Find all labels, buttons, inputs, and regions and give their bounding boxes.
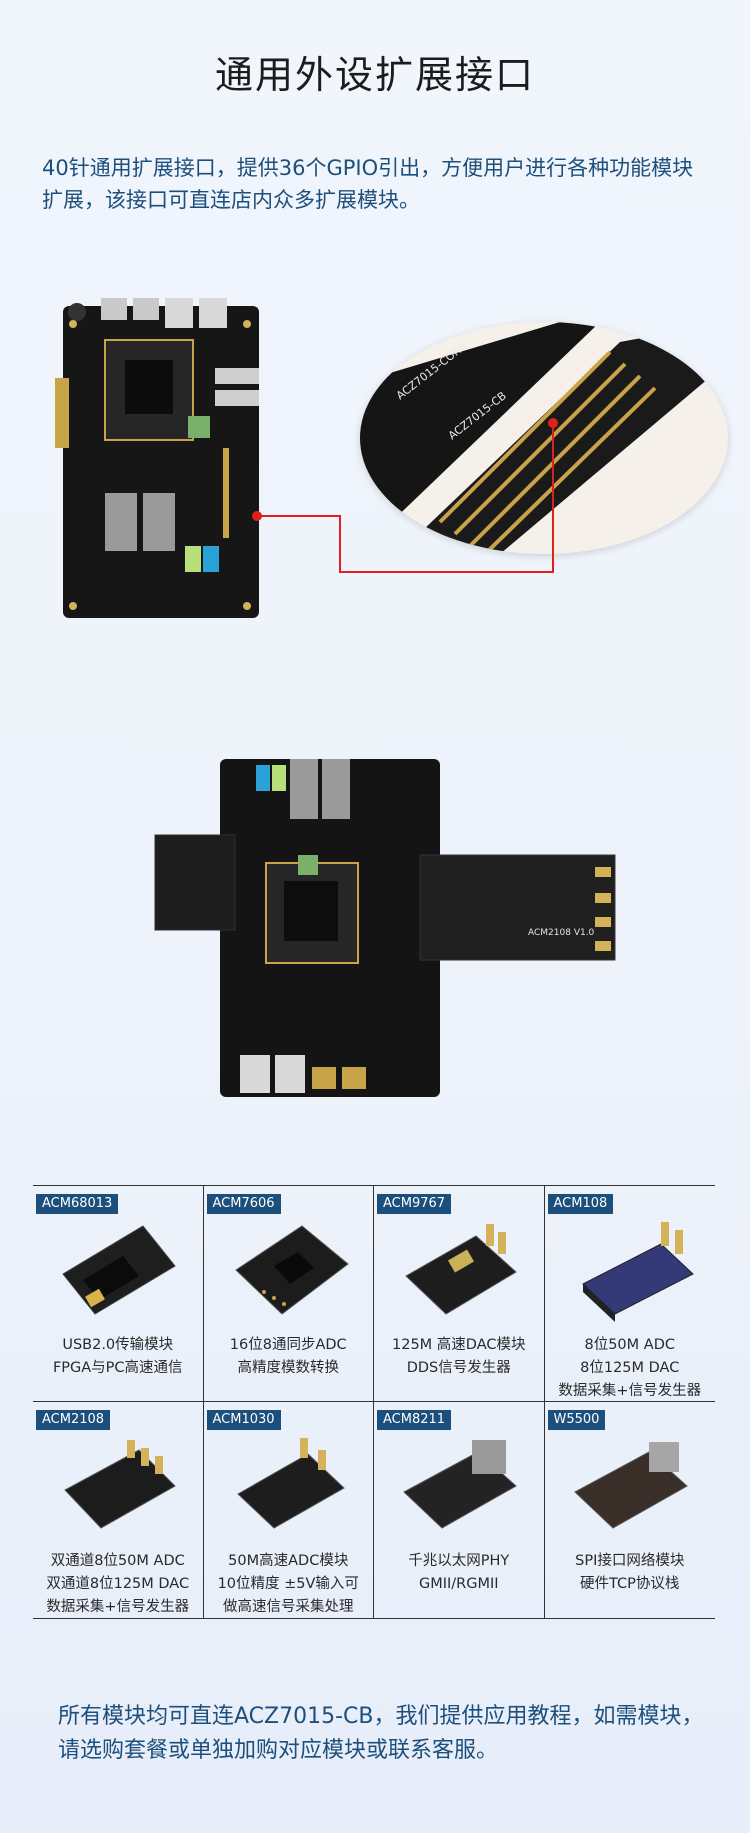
module-image [573, 1442, 688, 1529]
module-image [234, 1225, 349, 1315]
page-title: 通用外设扩展接口 [214, 53, 535, 97]
module-image [64, 1440, 176, 1529]
module-image [62, 1225, 176, 1315]
module-tag: ACM108 [547, 1194, 614, 1214]
module-image [581, 1222, 694, 1322]
module-image [236, 1438, 345, 1529]
footer-note: 所有模块均可直连ACZ7015-CB，我们提供应用教程，如需模块，请选购套餐或单… [58, 1704, 704, 1763]
module-tag: ACM7606 [206, 1194, 281, 1214]
intro-paragraph: 40针通用扩展接口，提供36个GPIO引出，方便用户进行各种功能模块扩展，该接口… [42, 156, 694, 212]
header-zoom-view: ACZ7015-CORE ACZ7015-CB [360, 322, 728, 554]
combo-module-label: ACM2108 V1.0 [528, 928, 595, 938]
module-desc: SPI接口网络模块硬件TCP协议栈 [575, 1553, 685, 1592]
module-tag: ACM8211 [377, 1410, 452, 1430]
module-tag: ACM1030 [206, 1410, 281, 1430]
board-with-modules-image: ACM2108 V1.0 [154, 759, 616, 1097]
module-tag: ACM68013 [36, 1194, 119, 1214]
module-tag: W5500 [547, 1410, 606, 1430]
module-card[interactable]: W5500 SPI接口网络模块硬件TCP协议栈 [545, 1402, 716, 1618]
module-tag: ACM2108 [36, 1410, 111, 1430]
module-image [403, 1440, 517, 1529]
module-tag: ACM9767 [377, 1194, 452, 1214]
module-image [405, 1224, 517, 1315]
dev-board-image [55, 298, 259, 618]
